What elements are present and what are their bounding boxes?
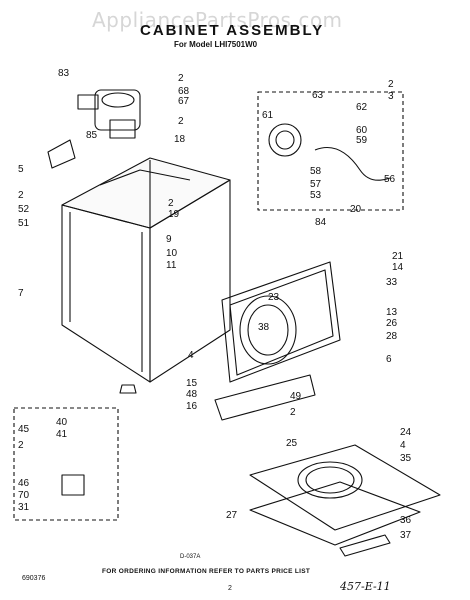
- lint-screen-handle: [339, 534, 391, 557]
- callout-label: 2: [168, 198, 174, 209]
- callout-label: 15: [186, 378, 198, 389]
- callout-label: 14: [392, 262, 404, 273]
- callout-label: 20: [350, 204, 362, 215]
- callout-label: 52: [18, 204, 30, 215]
- callout-label: 13: [386, 307, 398, 318]
- callout-label: 11: [166, 260, 177, 271]
- callout-label: 2: [178, 73, 184, 84]
- motor-assembly: [77, 89, 141, 139]
- top-panel: [249, 444, 441, 531]
- callout-label: 84: [315, 217, 327, 228]
- callout-label: 24: [400, 427, 412, 438]
- callout-label: 56: [384, 174, 396, 185]
- handwritten-note: 457-E-11: [340, 580, 391, 593]
- callout-label: 38: [258, 322, 270, 333]
- callout-label: 46: [18, 478, 30, 489]
- callout-label: 36: [400, 515, 412, 526]
- callout-label: 62: [356, 102, 368, 113]
- leveling-foot: [119, 384, 137, 394]
- callout-label: 59: [356, 135, 368, 146]
- callout-label: 9: [166, 234, 172, 245]
- callout-label: 2: [290, 407, 296, 418]
- callout-label: 35: [400, 453, 412, 464]
- callout-label: 4: [188, 350, 194, 361]
- callout-label: 4: [400, 440, 406, 451]
- callout-label: 3: [388, 91, 394, 102]
- callout-label: 45: [18, 424, 30, 435]
- callout-label: 85: [86, 130, 98, 141]
- figure-code: D-037A: [180, 554, 201, 560]
- callout-label: 2: [18, 440, 24, 451]
- callout-label: 27: [226, 510, 238, 521]
- callout-label: 83: [58, 68, 70, 79]
- inset-switch-detail: [13, 407, 119, 521]
- callout-label: 25: [286, 438, 298, 449]
- ordering-info: FOR ORDERING INFORMATION REFER TO PARTS …: [102, 568, 311, 575]
- lint-tray: [249, 481, 421, 546]
- callout-label: 57: [310, 179, 322, 190]
- callout-label: 68: [178, 86, 190, 97]
- callout-label: 58: [310, 166, 322, 177]
- callout-label: 19: [168, 209, 180, 220]
- callout-label: 53: [310, 190, 322, 201]
- callout-label: 37: [400, 530, 412, 541]
- callout-label: 10: [166, 248, 178, 259]
- blower-wheel: [268, 123, 302, 157]
- callout-label: 49: [290, 391, 302, 402]
- belt: [314, 146, 391, 181]
- callout-label: 5: [18, 164, 24, 175]
- callout-label: 61: [262, 110, 274, 121]
- diagram-title: CABINET ASSEMBLY: [140, 22, 325, 39]
- callout-label: 60: [356, 125, 368, 136]
- callout-label: 28: [386, 331, 398, 342]
- watermark: AppliancePartsPros.com: [92, 8, 343, 32]
- callout-label: 70: [18, 490, 30, 501]
- callout-label: 41: [56, 429, 68, 440]
- page-number: 2: [228, 585, 232, 592]
- callout-label: 33: [386, 277, 398, 288]
- switch-block: [61, 474, 85, 496]
- callout-label: 40: [56, 417, 68, 428]
- cabinet-body: [61, 157, 231, 383]
- callout-label: 23: [268, 292, 280, 303]
- front-panel: [221, 261, 341, 383]
- callout-label: 48: [186, 389, 198, 400]
- callout-label: 63: [312, 90, 324, 101]
- inset-motor-detail: [257, 91, 404, 211]
- callout-label: 16: [186, 401, 198, 412]
- callout-label: 21: [392, 251, 404, 262]
- callout-label: 51: [18, 218, 30, 229]
- callout-label: 31: [18, 502, 30, 513]
- callout-label: 2: [388, 79, 394, 90]
- model-subtitle: For Model LHI7501W0: [174, 40, 258, 49]
- toe-panel: [214, 374, 316, 421]
- callout-label: 7: [18, 288, 24, 299]
- callout-label: 6: [386, 354, 392, 365]
- callout-label: 2: [18, 190, 24, 201]
- callout-label: 67: [178, 96, 190, 107]
- callout-label: 26: [386, 318, 398, 329]
- bracket: [47, 139, 76, 169]
- document-number: 690376: [22, 575, 46, 582]
- callout-label: 2: [178, 116, 184, 127]
- callout-label: 18: [174, 134, 186, 145]
